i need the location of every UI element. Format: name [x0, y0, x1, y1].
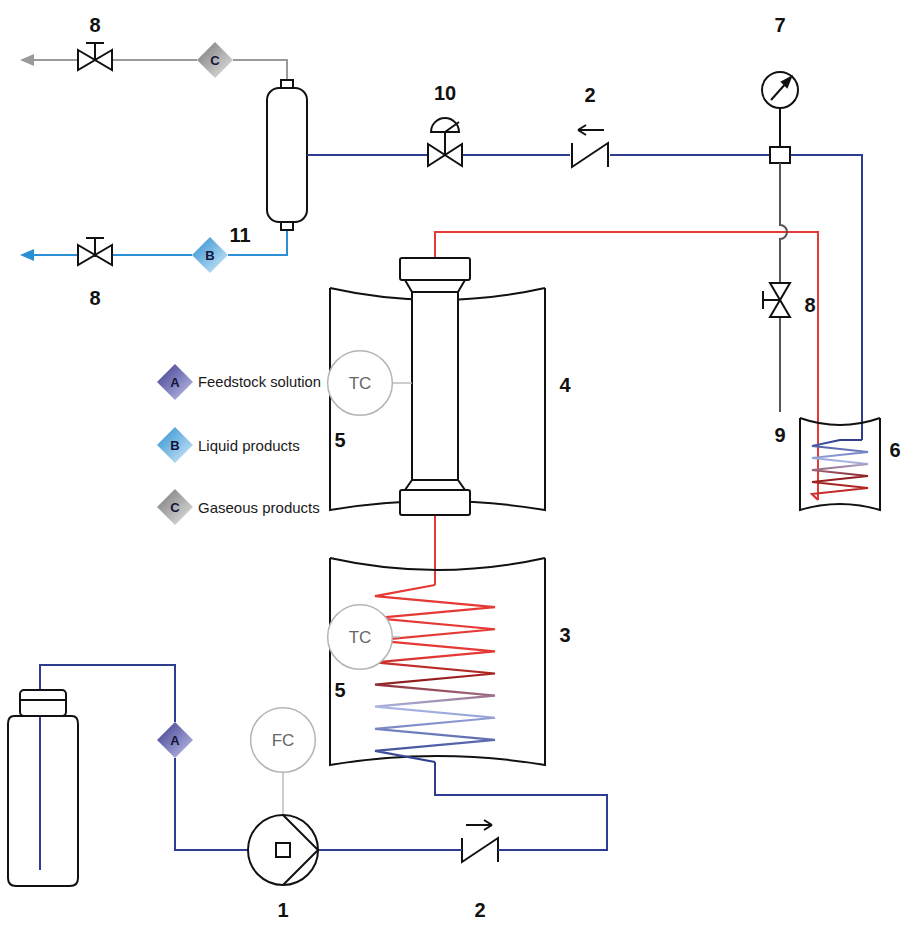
feed-line	[318, 762, 607, 850]
feed-line	[40, 665, 607, 870]
vent-line	[780, 163, 787, 412]
reactor-column	[405, 280, 465, 292]
callout-number: 8	[89, 15, 100, 35]
hot-line	[435, 232, 818, 585]
stream-diamond: C	[197, 42, 233, 78]
controller-circle: TC	[327, 350, 393, 416]
check-valve	[466, 820, 492, 830]
diamond-shape	[157, 722, 193, 758]
pressure-gauge	[762, 72, 798, 108]
pump	[276, 843, 290, 857]
legend-letter: C	[170, 501, 179, 514]
check-valve	[578, 125, 604, 135]
arrow-head	[20, 54, 34, 66]
circle-shape	[328, 351, 393, 416]
callout-number: 1	[277, 900, 288, 920]
legend-diamond	[157, 364, 193, 525]
callout-number: 2	[474, 900, 485, 920]
feed-bottle	[8, 716, 78, 886]
controller-circle: TC	[327, 604, 393, 670]
callout-number: 2	[584, 85, 595, 105]
needle-valve	[763, 283, 790, 317]
callout-number: 8	[89, 288, 100, 308]
pressure-regulator	[431, 118, 459, 132]
reactor-column	[400, 490, 470, 515]
callout-number: 5	[334, 430, 345, 450]
needle-valve	[763, 283, 790, 317]
pressure-gauge	[782, 77, 791, 87]
hot-line	[434, 515, 436, 585]
pressure-regulator	[428, 118, 462, 166]
signal-line	[393, 636, 400, 638]
separator-vessel	[267, 80, 307, 230]
legend-text: Feedstock solution	[198, 375, 321, 390]
reactor-column	[400, 258, 470, 280]
needle-valve	[78, 43, 112, 265]
feed-bottle	[8, 690, 78, 886]
callout-number: 6	[889, 440, 900, 460]
feed-bottle	[20, 690, 66, 716]
needle-valve	[78, 43, 112, 70]
callout-number: 5	[334, 680, 345, 700]
controller-tag: FC	[272, 732, 295, 749]
legend-text: Liquid products	[198, 438, 300, 453]
reactor-column	[412, 292, 458, 480]
callout-number: 7	[774, 15, 785, 35]
controller-tag: TC	[349, 375, 372, 392]
legend-diamond	[157, 489, 193, 525]
pump	[248, 815, 318, 885]
gas-line	[30, 60, 287, 82]
callout-number: 11	[229, 225, 250, 245]
reactor-column	[405, 480, 465, 490]
reactor-column	[400, 258, 470, 515]
legend-letter: B	[170, 439, 179, 452]
gas-line	[30, 60, 287, 82]
legend-letter: A	[170, 376, 179, 389]
stream-diamond: A	[157, 722, 193, 758]
check-valve	[462, 838, 498, 862]
vent-line	[780, 163, 787, 412]
callout-number: 10	[434, 83, 456, 103]
pressure-gauge	[770, 147, 790, 163]
pressure-regulator	[428, 132, 462, 166]
pressure-gauge	[779, 108, 781, 147]
controller-circle: FC	[250, 707, 316, 773]
pressure-regulator	[445, 122, 459, 132]
callout-number: 4	[559, 375, 570, 395]
feed-line	[40, 665, 248, 870]
cooling-coil	[812, 440, 868, 500]
signal-line	[393, 382, 412, 384]
stream-letter: C	[210, 54, 219, 67]
cooling-bath	[800, 418, 880, 510]
separator-vessel	[267, 88, 307, 222]
check-valve	[462, 125, 608, 862]
cooling-bath	[800, 418, 880, 510]
legend-text: Gaseous products	[198, 500, 320, 515]
arrow-head	[20, 249, 34, 261]
pump	[248, 815, 318, 885]
callout-number: 8	[804, 295, 815, 315]
callout-number: 3	[559, 625, 570, 645]
feed-bottle	[20, 699, 66, 701]
circle-shape	[328, 605, 393, 670]
callout-number: 9	[774, 425, 785, 445]
needle-valve	[78, 238, 112, 265]
diamond-shape	[192, 237, 228, 273]
stream-letter: B	[205, 249, 214, 262]
pressure-gauge	[762, 72, 798, 163]
stream-diamond: B	[192, 237, 228, 273]
legend-diamond	[157, 427, 193, 463]
controller-tag: TC	[349, 629, 372, 646]
stream-letter: A	[170, 734, 179, 747]
preheater-coil	[375, 585, 495, 762]
diamond-shape	[197, 42, 233, 78]
hot-line	[435, 232, 818, 500]
circle-shape	[251, 708, 316, 773]
check-valve	[572, 143, 608, 167]
legend-diamond	[157, 364, 193, 400]
signal-line	[282, 773, 284, 815]
